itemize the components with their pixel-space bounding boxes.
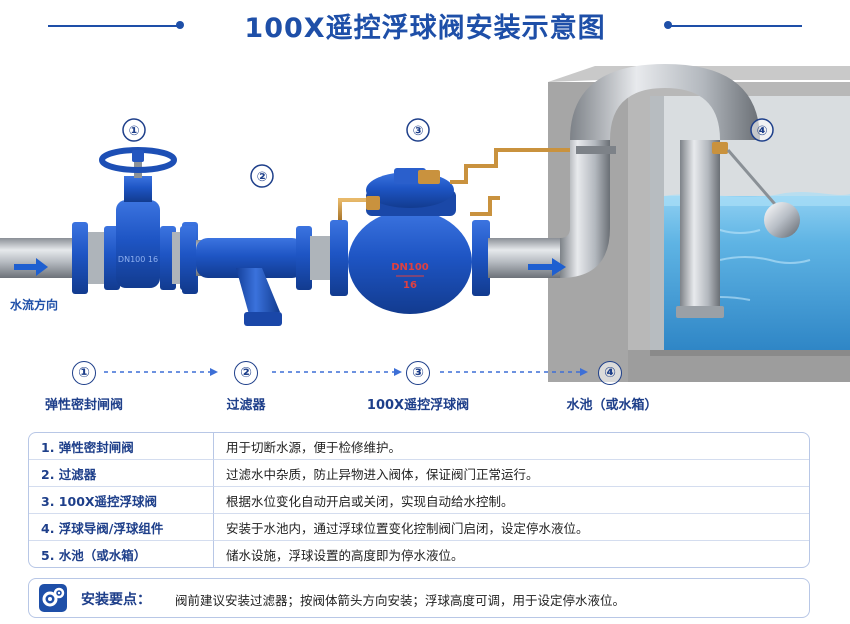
note-label: 安装要点： (81, 592, 151, 608)
title-dot-right (664, 21, 672, 29)
control-valve-pn-marking: 16 (403, 280, 417, 291)
table-row: 5. 水池（或水箱） 储水设施，浮球设置的高度即为停水液位。 (29, 541, 809, 567)
diagram-number-4: ④ (756, 124, 767, 139)
step-2-number: ② (234, 361, 258, 385)
step-3-number: ③ (406, 361, 430, 385)
note-text: 阀前建议安装过滤器；按阀体箭头方向安装；浮球高度可调，用于设定停水液位。 (175, 593, 626, 608)
component-table: 1. 弹性密封闸阀 用于切断水源，便于检修维护。 2. 过滤器 过滤水中杂质，防… (28, 432, 810, 568)
gate-valve: DN100 16 (72, 147, 198, 294)
table-row: 4. 浮球导阀/浮球组件 安装于水池内，通过浮球位置变化控制阀门启闭，设定停水液… (29, 514, 809, 541)
inlet-pipe (0, 238, 85, 278)
component-name: 2. 过滤器 (29, 460, 214, 487)
component-name: 4. 浮球导阀/浮球组件 (29, 514, 214, 541)
step-3-label: 100X遥控浮球阀 (366, 398, 470, 413)
step-4-label: 水池（或水箱） (566, 398, 658, 413)
component-desc: 储水设施，浮球设置的高度即为停水液位。 (226, 547, 464, 563)
gate-valve-marking: DN100 16 (118, 255, 158, 264)
installation-illustration: DN100 16 DN100 16 (0, 64, 850, 382)
step-1-label: 弹性密封闸阀 (44, 398, 123, 413)
control-valve-100x: DN100 16 (330, 148, 584, 314)
step-2-label: 过滤器 (226, 398, 266, 413)
step-4-number: ④ (598, 361, 622, 385)
table-row: 3. 100X遥控浮球阀 根据水位变化自动开启或关闭，实现自动给水控制。 (29, 487, 809, 514)
y-strainer (180, 226, 312, 326)
table-row: 2. 过滤器 过滤水中杂质，防止异物进入阀体，保证阀门正常运行。 (29, 460, 809, 487)
diagram-number-2: ② (256, 170, 267, 185)
control-valve-dn-marking: DN100 (391, 262, 429, 273)
float-ball-icon (764, 202, 800, 238)
component-desc: 用于切断水源，便于检修维护。 (214, 433, 809, 460)
flow-arrow-icon (14, 258, 48, 276)
component-name: 5. 水池（或水箱） (29, 541, 214, 567)
component-name: 1. 弹性密封闸阀 (29, 433, 214, 460)
component-name: 3. 100X遥控浮球阀 (29, 487, 214, 514)
page-title: 100X遥控浮球阀安装示意图 (244, 13, 606, 44)
title-dot-left (176, 21, 184, 29)
float-ball-assembly (712, 142, 800, 238)
gear-icon (39, 584, 67, 612)
title-line-right (670, 25, 802, 27)
flow-direction-label: 水流方向 (10, 298, 59, 312)
installation-note: 安装要点： 阀前建议安装过滤器；按阀体箭头方向安装；浮球高度可调，用于设定停水液… (28, 578, 810, 618)
component-desc: 过滤水中杂质，防止异物进入阀体，保证阀门正常运行。 (214, 460, 809, 487)
component-desc: 根据水位变化自动开启或关闭，实现自动给水控制。 (214, 487, 809, 514)
component-desc: 安装于水池内，通过浮球位置变化控制阀门启闭，设定停水液位。 (214, 514, 809, 541)
outlet-down-pipe (680, 140, 720, 310)
diagram-number-3: ③ (412, 124, 423, 139)
step-1-number: ① (72, 361, 96, 385)
table-row: 1. 弹性密封闸阀 用于切断水源，便于检修维护。 (29, 433, 809, 460)
title-line-left (48, 25, 180, 27)
diagram-number-1: ① (128, 124, 139, 139)
pilot-tube (450, 148, 584, 184)
outlet-flow-arrow-icon (528, 258, 566, 276)
